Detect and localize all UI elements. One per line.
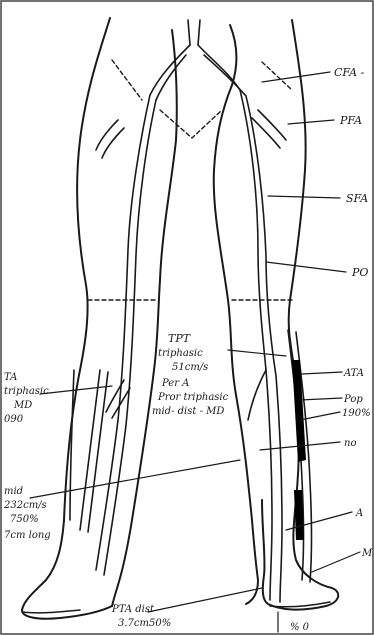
tpt-note-line2: triphasic <box>158 348 203 359</box>
right-labels: CFA - PFA SFA PO ATA Pop 190% no A M % 0 <box>290 66 373 633</box>
pta-note: PTA dist 3.7cm50% <box>111 604 171 629</box>
label-pfa: PFA <box>339 114 362 127</box>
left-top-note-line3: MD <box>13 400 32 411</box>
peroneal-note-line2: Pror triphasic <box>157 392 229 403</box>
label-pct: 190% <box>342 408 371 419</box>
label-cfa: CFA - <box>334 66 365 79</box>
pta-note-line1: PTA dist <box>111 604 155 615</box>
peroneal-note-line3: mid- dist - MD <box>152 406 224 417</box>
left-top-note-line2: triphasic <box>4 386 49 397</box>
label-m: M <box>361 548 373 559</box>
left-top-note-line4: 090 <box>4 414 24 425</box>
reference-lines <box>88 60 292 300</box>
pta-note-line2: 3.7cm50% <box>118 618 171 629</box>
tpt-note: TPT triphasic 51cm/s <box>158 332 208 373</box>
peroneal-note-line1: Per A <box>161 378 189 389</box>
label-pop2: Pop <box>343 394 363 405</box>
label-bottom: % 0 <box>290 622 310 633</box>
label-a: A <box>355 508 363 519</box>
label-no: no <box>344 438 356 449</box>
label-sfa: SFA <box>346 192 368 205</box>
peroneal-note: Per A Pror triphasic mid- dist - MD <box>152 378 229 417</box>
left-bottom-note: mid 232cm/s 750% 7cm long <box>3 486 51 541</box>
vessels <box>70 20 312 602</box>
left-bottom-note-line3: 750% <box>10 514 39 525</box>
label-pop: PO <box>351 266 368 279</box>
left-top-note-line1: TA <box>4 372 17 383</box>
tpt-note-line3: 51cm/s <box>172 362 208 373</box>
tpt-note-line1: TPT <box>168 332 192 345</box>
left-bottom-note-line2: 232cm/s <box>3 500 47 511</box>
label-ata: ATA <box>343 368 364 379</box>
left-top-note: TA triphasic MD 090 <box>4 372 49 425</box>
left-bottom-note-line1: mid <box>4 486 23 497</box>
left-bottom-note-line4: 7cm long <box>4 530 51 541</box>
